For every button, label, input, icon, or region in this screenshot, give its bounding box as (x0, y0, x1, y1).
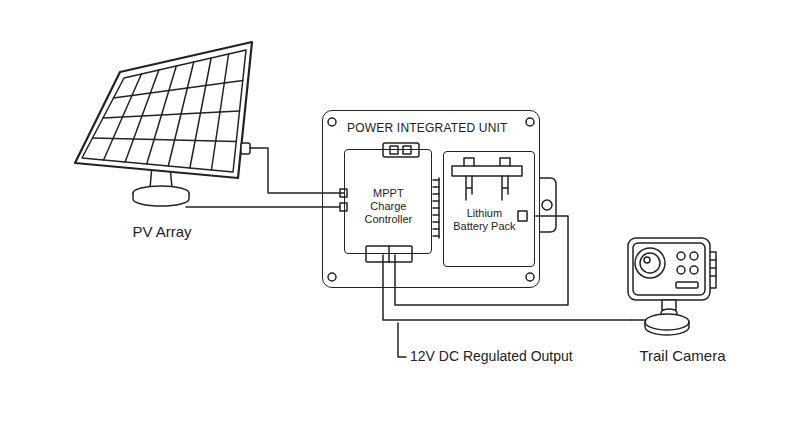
leader-line (398, 323, 406, 357)
solar-panel (75, 42, 340, 207)
heat-fin (433, 221, 439, 223)
battery-details (466, 176, 472, 200)
panel-cell-line (103, 111, 240, 118)
box-label: MPPT Charge Controller (357, 187, 419, 227)
camera-illustration (710, 260, 716, 276)
enclosure-housing (540, 178, 556, 232)
camera-illustration (628, 238, 710, 300)
heat-fin (433, 207, 439, 209)
enclosure-housing (542, 200, 552, 210)
charge-controller: MPPT Charge Controller (344, 149, 432, 254)
camera-illustration (628, 238, 716, 335)
wire (252, 148, 344, 193)
camera-illustration (645, 314, 689, 330)
heat-fin (433, 186, 439, 188)
camera-illustration (633, 243, 705, 295)
camera-illustration (677, 266, 685, 274)
enclosure-housing (328, 118, 556, 281)
solar-panel (82, 50, 246, 172)
figure-label: PV Array (132, 223, 191, 240)
camera-wire (632, 319, 646, 321)
enclosure-housing (328, 118, 336, 126)
camera-illustration (690, 266, 698, 274)
battery-details (518, 211, 527, 221)
camera-illustration (644, 257, 650, 263)
enclosure-housing (526, 118, 534, 126)
heat-fin (433, 214, 439, 216)
camera-illustration (635, 248, 665, 278)
box-label: Lithium Battery Pack (450, 207, 518, 233)
camera-illustration (690, 252, 698, 260)
heat-fin (438, 178, 440, 238)
battery-pack: Lithium Battery Pack (443, 151, 535, 267)
panel-cells (93, 54, 243, 170)
heat-fin (433, 228, 439, 230)
camera-illustration (677, 252, 685, 260)
heat-fin (433, 179, 439, 181)
unit-title: POWER INTEGRATED UNIT (347, 121, 508, 135)
camera-illustration (640, 253, 660, 273)
pv-array: PV Array (72, 38, 252, 243)
heat-fin (433, 235, 439, 237)
battery-details (452, 166, 522, 176)
battery-details (502, 176, 508, 200)
panel-cell-line (114, 81, 243, 99)
solar-panel (241, 143, 250, 154)
pv-wire (186, 206, 340, 208)
battery-details (500, 158, 510, 166)
figure-label: Trail Camera (639, 347, 725, 364)
enclosure-housing (328, 273, 336, 281)
leader-line (398, 323, 406, 357)
solar-panel (75, 42, 252, 178)
solar-panel (133, 193, 189, 206)
controller-details (340, 143, 439, 262)
battery-details (464, 158, 474, 166)
heat-fins (433, 178, 439, 238)
heat-fin (433, 193, 439, 195)
power-unit-enclosure: POWER INTEGRATED UNIT MPPT Charge Control… (322, 110, 540, 288)
camera-illustration (676, 282, 698, 288)
camera-illustration (645, 322, 689, 335)
heat-fin (433, 200, 439, 202)
panel-cell-line (93, 138, 237, 142)
enclosure-housing (526, 273, 534, 281)
trail-camera: Trail Camera (632, 232, 733, 367)
camera-illustration (710, 252, 716, 288)
solar-panel (250, 147, 252, 149)
output-label: 12V DC Regulated Output (410, 348, 573, 364)
